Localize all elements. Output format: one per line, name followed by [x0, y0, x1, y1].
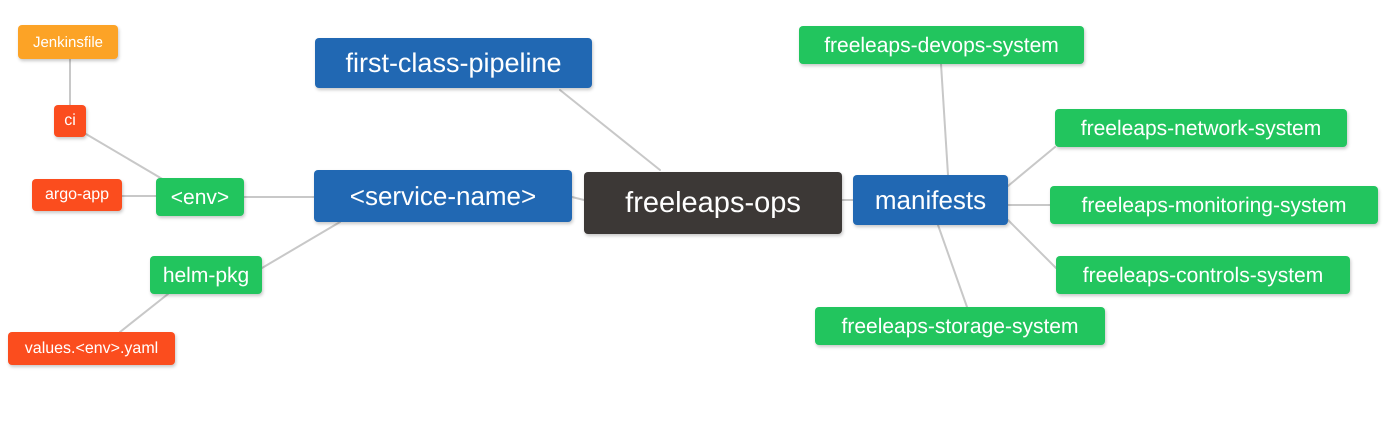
node-argo-app[interactable]: argo-app — [32, 179, 122, 211]
node-freeleaps-network-system[interactable]: freeleaps-network-system — [1055, 109, 1347, 147]
node-freeleaps-ops[interactable]: freeleaps-ops — [584, 172, 842, 234]
edge-manifests-to-freeleaps-devops-system — [940, 63, 949, 176]
edge-freeleaps-ops-to-service-name — [571, 196, 585, 201]
node-freeleaps-storage-system[interactable]: freeleaps-storage-system — [815, 307, 1105, 345]
node-freeleaps-devops-system[interactable]: freeleaps-devops-system — [799, 26, 1084, 64]
edge-manifests-to-freeleaps-controls-system — [1007, 219, 1057, 269]
node-values-yaml[interactable]: values.<env>.yaml — [8, 332, 175, 365]
edge-manifests-to-freeleaps-network-system — [1007, 146, 1056, 187]
node-helm-pkg[interactable]: helm-pkg — [150, 256, 262, 294]
node-manifests[interactable]: manifests — [853, 175, 1008, 225]
edge-first-class-pipeline-to-freeleaps-ops — [559, 89, 661, 171]
edge-service-name-to-helm-pkg — [261, 221, 341, 269]
node-freeleaps-controls-system[interactable]: freeleaps-controls-system — [1056, 256, 1350, 294]
node-freeleaps-monitoring-system[interactable]: freeleaps-monitoring-system — [1050, 186, 1378, 224]
edge-manifests-to-freeleaps-storage-system — [937, 224, 968, 308]
edge-env-to-ci — [85, 133, 165, 181]
node-service-name[interactable]: <service-name> — [314, 170, 572, 222]
node-first-class-pipeline[interactable]: first-class-pipeline — [315, 38, 592, 88]
node-ci[interactable]: ci — [54, 105, 86, 137]
node-jenkinsfile[interactable]: Jenkinsfile — [18, 25, 118, 59]
node-env[interactable]: <env> — [156, 178, 244, 216]
edge-helm-pkg-to-values-yaml — [119, 293, 169, 333]
